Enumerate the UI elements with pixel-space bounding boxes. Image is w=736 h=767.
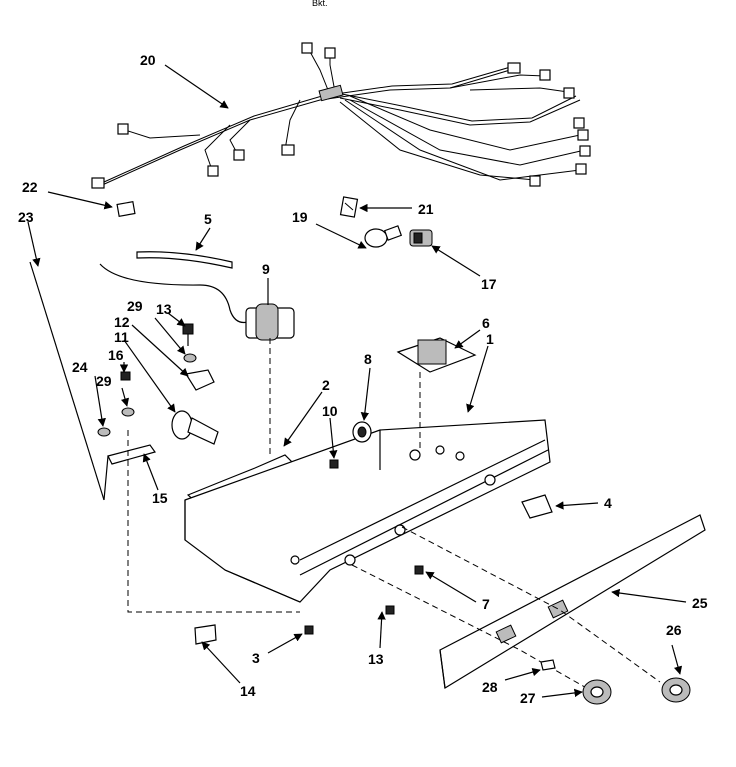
callout-label: 29 (96, 373, 112, 389)
part-12-bracket (185, 369, 215, 391)
screw-13-bottom (385, 605, 395, 615)
callout-label: 26 (666, 622, 682, 638)
part-8-knob (352, 421, 372, 443)
callout-label: 5 (204, 211, 212, 227)
part-28-clip (540, 659, 556, 671)
callout-label: 3 (252, 650, 260, 666)
washer-29-top (183, 353, 197, 363)
wire-harness (91, 42, 591, 189)
callout-label: 13 (156, 301, 172, 317)
callout-labels: 20 22 23 5 21 19 17 9 13 29 12 11 6 1 8 … (18, 52, 708, 706)
callout-label: 22 (22, 179, 38, 195)
washer-29-left (121, 407, 135, 417)
part-26-knob (661, 677, 691, 703)
callout-label: 17 (481, 276, 497, 292)
part-15-bracket (103, 444, 156, 501)
part-23-rod (29, 261, 105, 501)
callout-label: 15 (152, 490, 168, 506)
callout-label: 23 (18, 209, 34, 225)
dash-left-box (127, 430, 300, 613)
part-11-thermostat (171, 410, 219, 445)
callout-label: 4 (604, 495, 612, 511)
part-5-tube (136, 251, 233, 269)
part-25-panel (439, 514, 706, 689)
part-27-knob (582, 679, 612, 705)
part-14-clip (194, 624, 217, 645)
callout-label: 24 (72, 359, 88, 375)
callout-label: 28 (482, 679, 498, 695)
part-17-socket (409, 229, 433, 247)
callout-label: 9 (262, 261, 270, 277)
leader-lines (27, 64, 687, 698)
callout-label: 25 (692, 595, 708, 611)
header-fragment: Bkt. (312, 0, 328, 8)
screw-13-top (182, 323, 194, 346)
screw-16 (120, 371, 131, 381)
screw-7 (414, 565, 424, 575)
callout-label: 8 (364, 351, 372, 367)
part-21-clip (339, 196, 359, 218)
callout-label: 27 (520, 690, 536, 706)
washer-24 (97, 427, 111, 437)
screw-10 (329, 459, 339, 469)
callout-label: 1 (486, 331, 494, 347)
dash-to-26 (401, 526, 661, 683)
screw-3 (304, 625, 314, 635)
part-1-housing (184, 419, 551, 603)
part-19-bulb (364, 225, 403, 248)
callout-label: 21 (418, 201, 434, 217)
callout-label: 20 (140, 52, 156, 68)
callout-label: 13 (368, 651, 384, 667)
callout-label: 16 (108, 347, 124, 363)
callout-label: 10 (322, 403, 338, 419)
dash-to-27 (351, 564, 591, 691)
callout-label: 14 (240, 683, 256, 699)
callout-label: 7 (482, 596, 490, 612)
callout-label: 19 (292, 209, 308, 225)
part-22-clip (116, 201, 136, 217)
callout-label: 12 (114, 314, 130, 330)
part-9-control (99, 263, 295, 455)
callout-label: 29 (127, 298, 143, 314)
part-4-clip (521, 494, 553, 519)
callout-label: 2 (322, 377, 330, 393)
callout-label: 11 (114, 329, 129, 345)
callout-label: 6 (482, 315, 490, 331)
